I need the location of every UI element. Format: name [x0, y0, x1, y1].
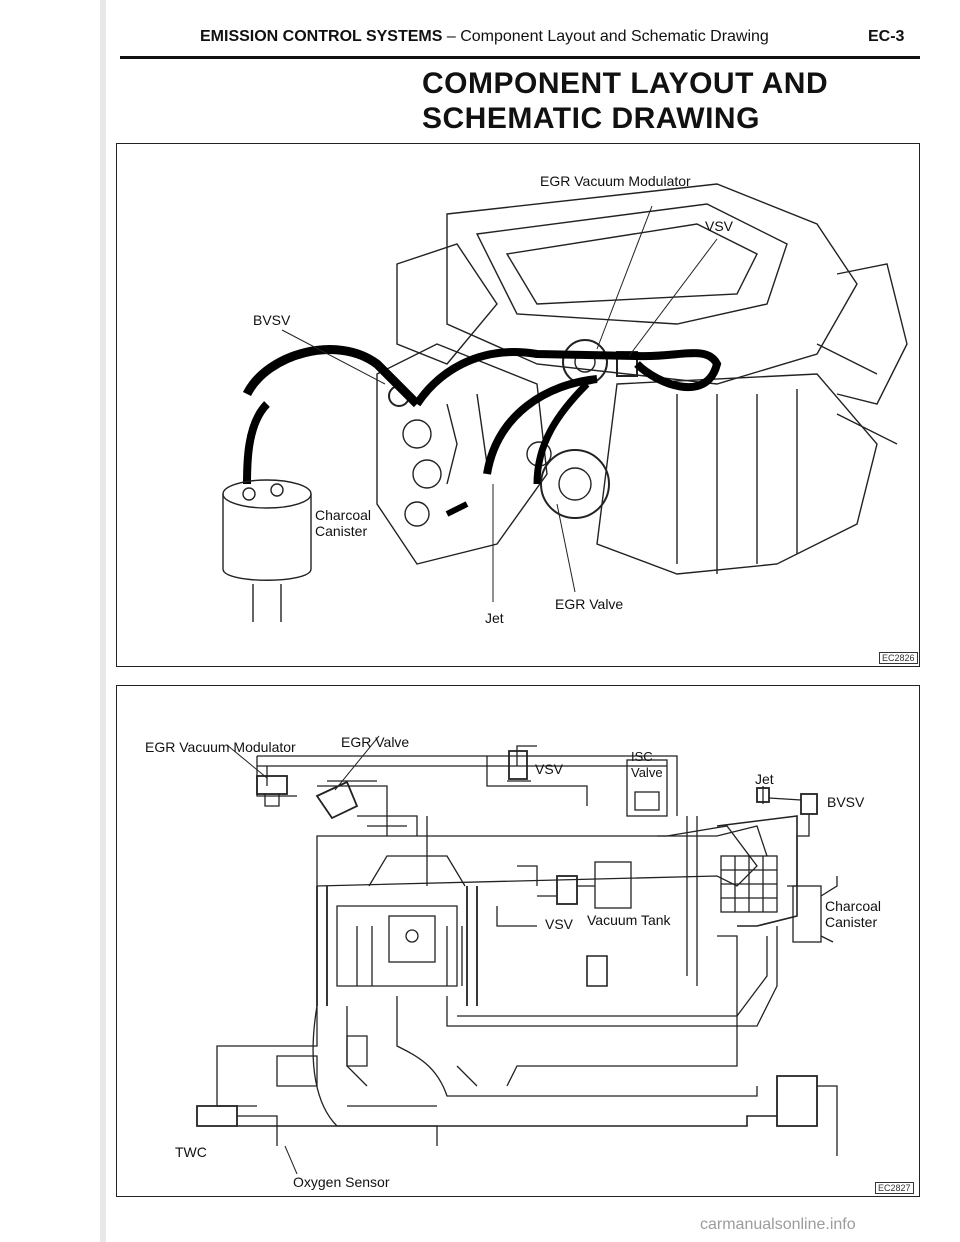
- label-charcoal-canister: Charcoal Canister: [825, 898, 881, 930]
- label-bvsv: BVSV: [827, 794, 865, 810]
- label-jet: Jet: [755, 771, 774, 787]
- page-number: EC-3: [868, 28, 905, 45]
- label-canister: Canister: [825, 914, 878, 930]
- schematic-figure: EGR Vacuum Modulator EGR Valve VSV ISC V…: [116, 685, 920, 1197]
- label-valve: Valve: [631, 765, 663, 780]
- header-separator: –: [442, 28, 461, 45]
- label-egr-vacuum-modulator: EGR Vacuum Modulator: [145, 739, 296, 755]
- running-header: EMISSION CONTROL SYSTEMS – Component Lay…: [200, 28, 769, 46]
- schematic-drawing: [196, 735, 838, 1175]
- page-edge-shadow: [100, 0, 106, 1242]
- header-subtitle: Component Layout and Schematic Drawing: [460, 28, 769, 45]
- label-vsv-bottom: VSV: [545, 916, 574, 932]
- label-oxygen-sensor: Oxygen Sensor: [293, 1174, 390, 1190]
- label-canister: Canister: [315, 523, 368, 539]
- label-bvsv: BVSV: [253, 312, 291, 328]
- component-layout-figure: EGR Vacuum Modulator VSV BVSV Charcoal C…: [116, 143, 920, 667]
- page-title-line1: COMPONENT LAYOUT AND: [422, 67, 829, 100]
- label-egr-valve: EGR Valve: [341, 734, 410, 750]
- label-vsv-top: VSV: [535, 761, 564, 777]
- label-charcoal: Charcoal: [315, 507, 372, 523]
- label-egr-valve: EGR Valve: [555, 596, 624, 612]
- label-twc: TWC: [175, 1144, 207, 1160]
- header-section: EMISSION CONTROL SYSTEMS: [200, 28, 443, 45]
- label-egr-vacuum-modulator: EGR Vacuum Modulator: [540, 173, 691, 189]
- label-vsv: VSV: [705, 218, 734, 234]
- label-charcoal-canister: Charcoal Canister: [315, 507, 371, 539]
- figure-code: EC2827: [875, 1182, 914, 1194]
- page-title-line2: SCHEMATIC DRAWING: [422, 102, 760, 135]
- page-title: COMPONENT LAYOUT AND SCHEMATIC DRAWING: [422, 66, 828, 136]
- label-charcoal: Charcoal: [825, 898, 882, 914]
- engine-illustration: [222, 183, 908, 622]
- label-isc-valve: ISC Valve: [631, 749, 663, 781]
- label-jet: Jet: [485, 610, 504, 626]
- figure-code: EC2826: [879, 652, 918, 664]
- label-vacuum-tank: Vacuum Tank: [587, 912, 671, 928]
- header-rule: [120, 56, 920, 59]
- label-isc: ISC: [631, 749, 653, 764]
- watermark-text: carmanualsonline.info: [700, 1216, 856, 1233]
